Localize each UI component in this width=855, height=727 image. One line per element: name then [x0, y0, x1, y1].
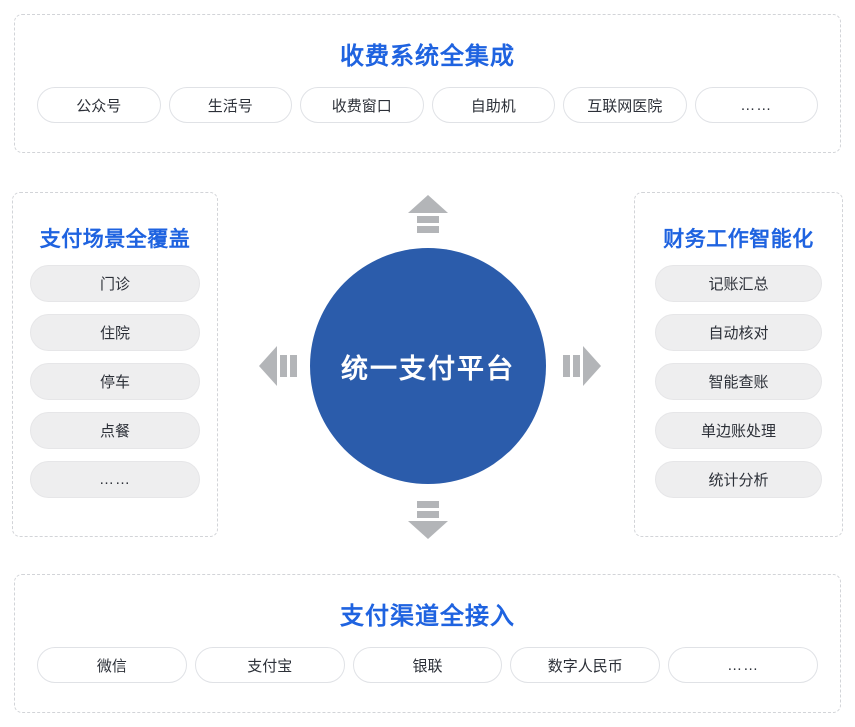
top-band-pill-row: 公众号 生活号 收费窗口 自助机 互联网医院 …… [37, 87, 818, 123]
arrow-down-bars [417, 501, 439, 518]
left-column-item-more[interactable]: …… [30, 461, 200, 498]
bottom-band-item-zhifubao[interactable]: 支付宝 [194, 647, 345, 683]
bottom-band-item-weixin[interactable]: 微信 [37, 647, 187, 683]
right-column-pill-stack: 记账汇总 自动核对 智能查账 单边账处理 统计分析 [655, 265, 822, 498]
bottom-band-title: 支付渠道全接入 [340, 603, 515, 630]
left-column-item-tingche[interactable]: 停车 [30, 363, 200, 400]
left-column-container: 支付场景全覆盖 门诊 住院 停车 点餐 …… [12, 192, 218, 537]
arrow-down-icon [402, 494, 454, 546]
top-band-item-gongzhonghao[interactable]: 公众号 [37, 87, 161, 123]
top-band-item-hulianwangyiyuan[interactable]: 互联网医院 [563, 87, 687, 123]
center-platform-circle[interactable]: 统一支付平台 [310, 248, 546, 484]
top-band-item-zizhuji[interactable]: 自助机 [431, 87, 555, 123]
right-column-item-jizhanghuizong[interactable]: 记账汇总 [655, 265, 822, 302]
bottom-band-item-yinlian[interactable]: 银联 [352, 647, 503, 683]
left-column-title: 支付场景全覆盖 [39, 228, 191, 251]
bottom-band-item-more[interactable]: …… [668, 647, 818, 683]
top-band-container: 收费系统全集成 公众号 生活号 收费窗口 自助机 互联网医院 …… [14, 14, 841, 153]
bottom-band-container: 支付渠道全接入 微信 支付宝 银联 数字人民币 …… [14, 574, 841, 713]
arrow-right-triangle [583, 346, 601, 386]
right-column-item-danbianzhangchuli[interactable]: 单边账处理 [655, 412, 822, 449]
top-band-item-shenghuohao[interactable]: 生活号 [168, 87, 292, 123]
arrow-up-triangle [408, 195, 448, 213]
arrow-left-bars [280, 355, 297, 377]
right-column-container: 财务工作智能化 记账汇总 自动核对 智能查账 单边账处理 统计分析 [634, 192, 843, 537]
arrow-up-icon [402, 188, 454, 240]
left-column-pill-stack: 门诊 住院 停车 点餐 …… [30, 265, 200, 498]
bottom-band-item-shuzirenminbi[interactable]: 数字人民币 [510, 647, 661, 683]
left-column-item-zhuyuan[interactable]: 住院 [30, 314, 200, 351]
arrow-right-icon [556, 340, 608, 392]
left-column-item-diancan[interactable]: 点餐 [30, 412, 200, 449]
arrow-down-triangle [408, 521, 448, 539]
right-column-title: 财务工作智能化 [663, 228, 814, 251]
arrow-up-bars [417, 216, 439, 233]
arrow-right-bars [563, 355, 580, 377]
arrow-left-icon [252, 340, 304, 392]
top-band-item-more[interactable]: …… [694, 87, 818, 123]
arrow-left-triangle [259, 346, 277, 386]
center-platform-label: 统一支付平台 [341, 353, 515, 384]
top-band-title: 收费系统全集成 [340, 43, 515, 70]
right-column-item-tongjifenxi[interactable]: 统计分析 [655, 461, 822, 498]
right-column-item-zhinengchazhang[interactable]: 智能查账 [655, 363, 822, 400]
right-column-item-zidonghedui[interactable]: 自动核对 [655, 314, 822, 351]
top-band-item-shoufeichuangkou[interactable]: 收费窗口 [300, 87, 424, 123]
bottom-band-pill-row: 微信 支付宝 银联 数字人民币 …… [37, 647, 818, 683]
left-column-item-menzhen[interactable]: 门诊 [30, 265, 200, 302]
